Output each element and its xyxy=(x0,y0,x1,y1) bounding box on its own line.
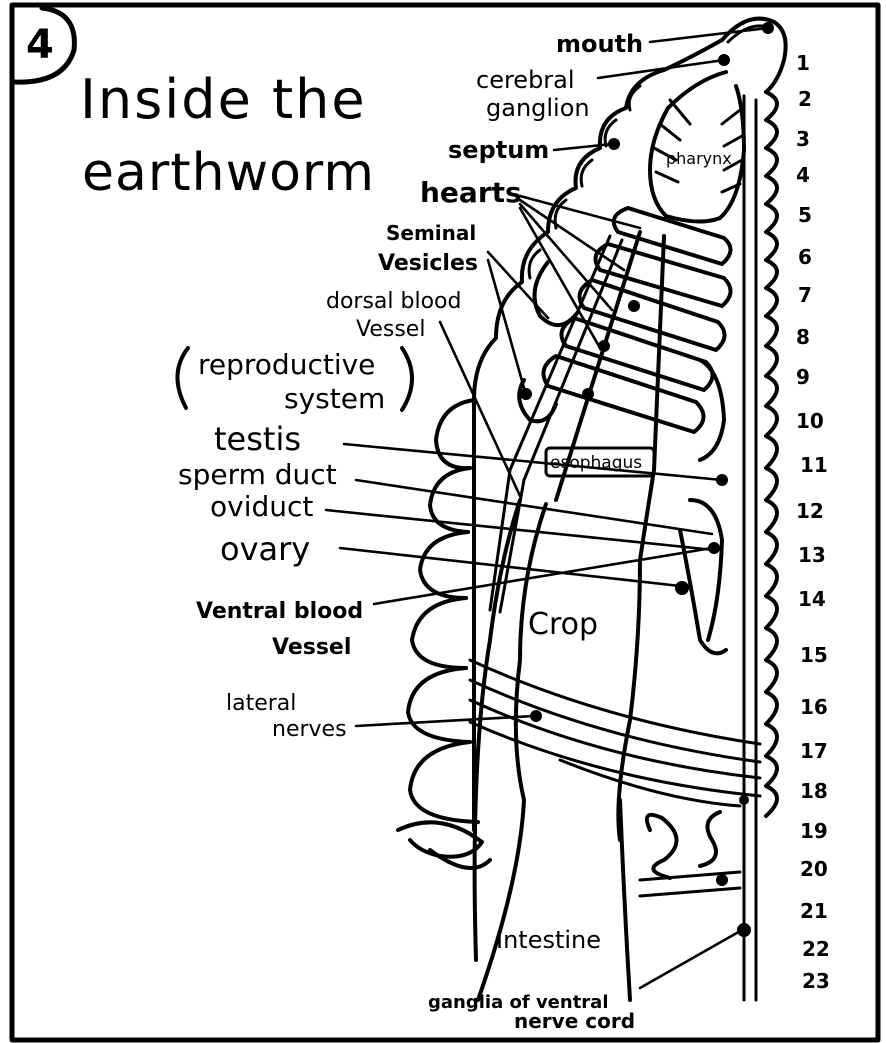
svg-text:Ventral blood: Ventral blood xyxy=(196,599,363,624)
svg-text:sperm duct: sperm duct xyxy=(178,458,337,491)
segment-number-3: 3 xyxy=(796,127,810,151)
svg-text:dorsal blood: dorsal blood xyxy=(326,289,461,314)
ganglion-dot-1 xyxy=(737,923,751,937)
svg-text:Seminal: Seminal xyxy=(386,221,476,245)
svg-text:septum: septum xyxy=(448,136,549,164)
pharynx-label: pharynx xyxy=(666,149,732,168)
segment-number-2: 2 xyxy=(798,87,812,111)
segment-number-9: 9 xyxy=(796,365,810,389)
svg-text:testis: testis xyxy=(214,420,301,458)
segment-number-12: 12 xyxy=(796,499,824,523)
title-line-1: Inside the xyxy=(80,68,367,131)
svg-text:hearts: hearts xyxy=(420,176,522,209)
pharynx: pharynx xyxy=(650,72,744,222)
label-lateral-nerves: lateral nerves xyxy=(226,691,542,742)
svg-text:oviduct: oviduct xyxy=(210,490,313,523)
segment-number-20: 20 xyxy=(800,857,828,881)
svg-text:Vesicles: Vesicles xyxy=(378,251,478,276)
segment-number-21: 21 xyxy=(800,899,828,923)
segment-number-7: 7 xyxy=(798,283,812,307)
page-number: 4 xyxy=(26,22,54,68)
crop-label: Crop xyxy=(528,607,598,642)
nephridium-dot xyxy=(716,874,728,886)
segment-number-15: 15 xyxy=(800,643,828,667)
title-line-2: earthworm xyxy=(82,143,375,203)
nephridia xyxy=(640,812,740,896)
segment-number-17: 17 xyxy=(800,739,828,763)
segment-number-5: 5 xyxy=(798,203,812,227)
label-mouth: mouth xyxy=(556,22,774,58)
segment-number-10: 10 xyxy=(796,409,824,433)
svg-text:ovary: ovary xyxy=(220,530,310,568)
page-number-badge: 4 xyxy=(14,8,74,82)
heart-dot-1 xyxy=(628,300,640,312)
svg-text:lateral: lateral xyxy=(226,691,296,716)
segment-number-11: 11 xyxy=(800,453,828,477)
svg-text:nerves: nerves xyxy=(272,717,347,742)
segment-number-19: 19 xyxy=(800,819,828,843)
svg-text:system: system xyxy=(284,382,385,415)
svg-text:mouth: mouth xyxy=(556,30,643,58)
segment-number-13: 13 xyxy=(798,543,826,567)
segment-scallops xyxy=(744,92,777,1000)
segment-number-1: 1 xyxy=(796,51,810,75)
lateral-nerve-bands xyxy=(470,660,760,806)
intestine-label: Intestine xyxy=(496,926,601,954)
segment-number-16: 16 xyxy=(800,695,828,719)
label-reproductive-system: reproductive system xyxy=(177,348,412,415)
svg-text:Vessel: Vessel xyxy=(356,317,425,342)
svg-text:nerve cord: nerve cord xyxy=(514,1009,635,1033)
segment-number-6: 6 xyxy=(798,245,812,269)
segment-number-4: 4 xyxy=(796,163,810,187)
segment-number-18: 18 xyxy=(800,779,828,803)
segment-number-8: 8 xyxy=(796,325,810,349)
svg-text:cerebral: cerebral xyxy=(476,66,575,94)
svg-text:Vessel: Vessel xyxy=(272,635,351,660)
svg-text:ganglion: ganglion xyxy=(486,94,590,122)
svg-text:reproductive: reproductive xyxy=(198,348,375,381)
segment-number-22: 22 xyxy=(802,937,830,961)
ganglion-dot-2 xyxy=(739,795,749,805)
segment-number-23: 23 xyxy=(802,969,830,993)
segment-number-14: 14 xyxy=(798,587,826,611)
